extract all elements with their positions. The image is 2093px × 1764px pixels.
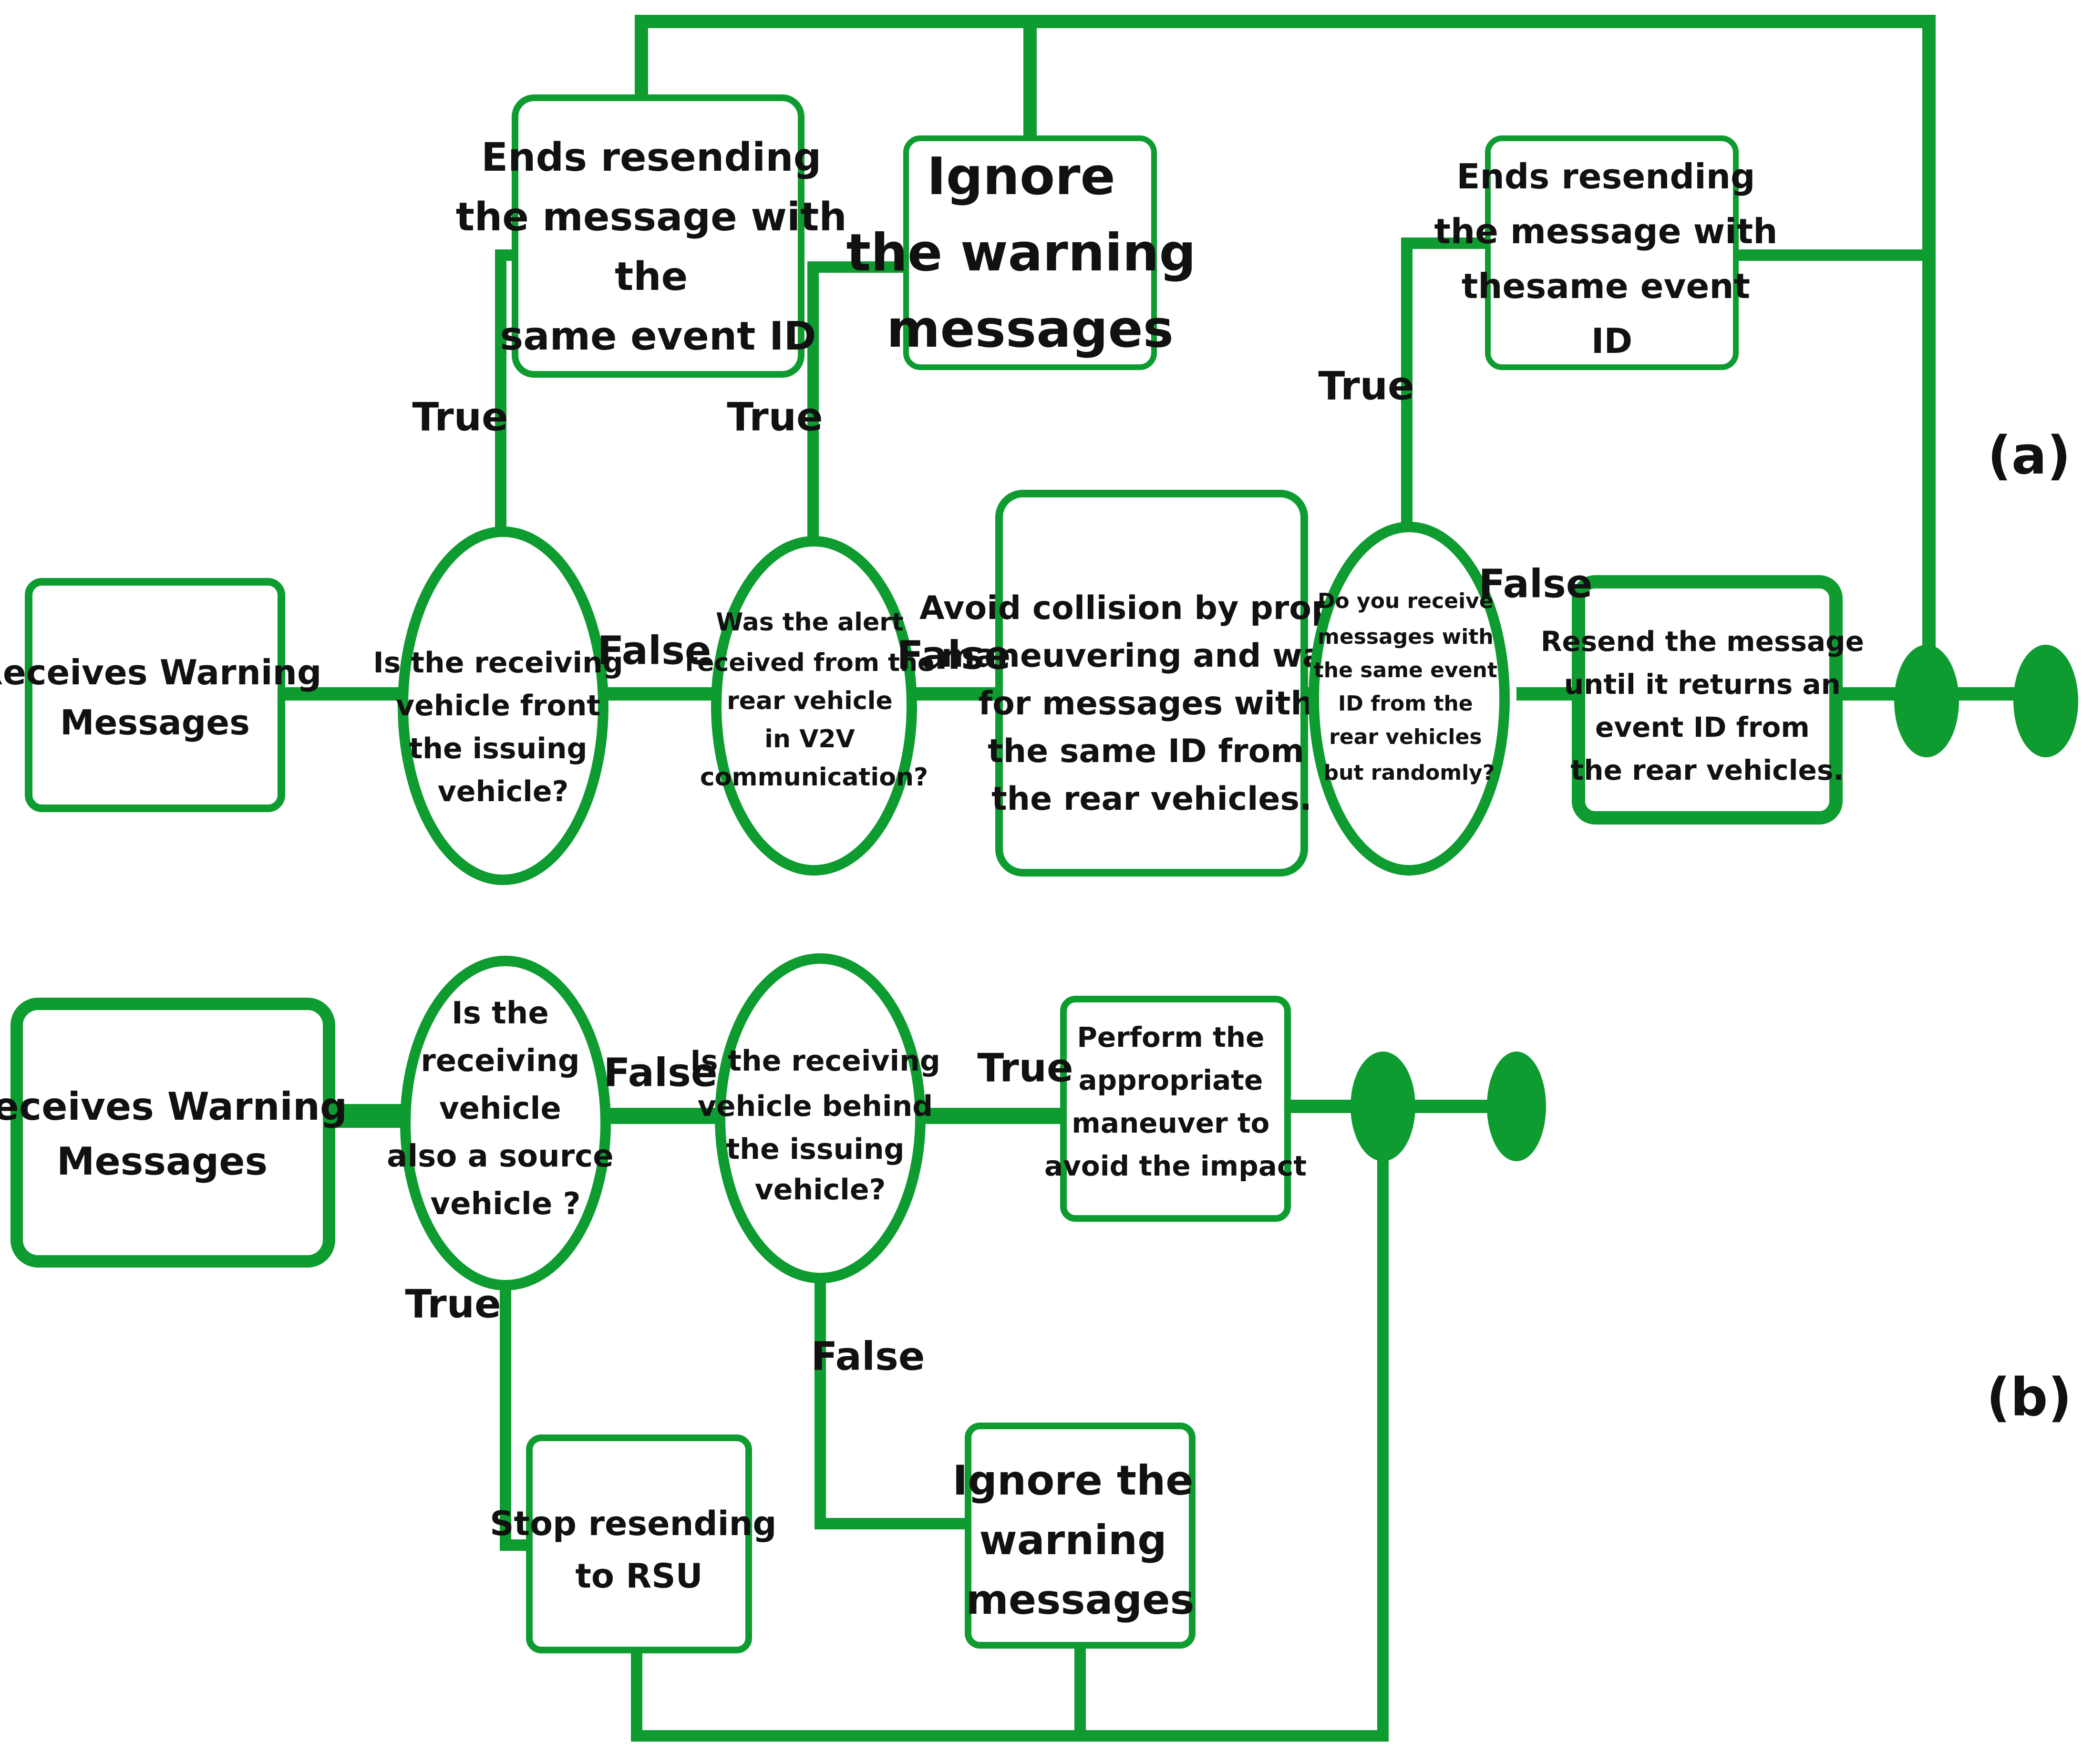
connector-a-q1-true bbox=[495, 249, 515, 536]
connector-b-q2-false bbox=[815, 1278, 968, 1529]
decision-source-vehicle-text-b: Is the receiving vehicle also a source v… bbox=[387, 996, 624, 1222]
panel-b-connectors bbox=[329, 1100, 1516, 1742]
ends-resending-text-2-a: Ends resending the message with thesame … bbox=[1434, 156, 1789, 361]
edge-label-a-q2-true: True bbox=[727, 395, 823, 440]
ignore-warning-text-a: Ignore the warning messages bbox=[846, 147, 1214, 359]
connector-b-q1-true bbox=[500, 1288, 529, 1551]
ignore-warning-box-a bbox=[903, 135, 1157, 370]
connector-b-bottom-loop bbox=[631, 1140, 1389, 1742]
resend-message-text-a: Resend the message until it returns an e… bbox=[1541, 625, 1874, 786]
panel-a-resend-node: Resend the message until it returns an e… bbox=[1541, 575, 1874, 825]
stop-resending-box-b bbox=[526, 1434, 752, 1653]
end-dot-b bbox=[1487, 1052, 1546, 1161]
decision-behind-vehicle-text-b: Is the receiving vehicle behind the issu… bbox=[690, 1044, 950, 1207]
panel-a-ends1-node: Ends resending the message with the same… bbox=[456, 94, 861, 378]
decision-source-vehicle-b bbox=[400, 956, 611, 1290]
perform-maneuver-text-b: Perform the appropriate maneuver to avoi… bbox=[1044, 1021, 1307, 1182]
connector-a-q3-true bbox=[1401, 237, 1488, 525]
panel-a-edge-labels: True False True False True False bbox=[412, 364, 1592, 679]
perform-maneuver-box-b bbox=[1060, 996, 1291, 1222]
connector-a-q2-true bbox=[807, 261, 906, 544]
edge-label-b-q2-true: True bbox=[977, 1046, 1073, 1091]
receives-messages-box-a bbox=[25, 578, 285, 812]
connector-a-top-loop bbox=[635, 15, 1936, 656]
panel-a-ends2-node: Ends resending the message with thesame … bbox=[1434, 135, 1789, 370]
ends-resending-text-1-a: Ends resending the message with the same… bbox=[456, 135, 861, 359]
panel-a-avoid-node: Avoid collision by proper maneuvering an… bbox=[919, 490, 1384, 877]
edge-label-a-q3-false: False bbox=[1478, 562, 1592, 607]
panel-b-receives-node: Receives Warning Messages bbox=[0, 998, 361, 1268]
avoid-collision-box-a bbox=[995, 490, 1308, 877]
panel-a-q3-node: Do you receive messages with the same ev… bbox=[1309, 522, 1510, 876]
decision-same-event-a bbox=[1309, 522, 1510, 876]
end-dot-a bbox=[2013, 645, 2078, 757]
panel-a-q1-node: Is the receiving vehicle front the issui… bbox=[373, 526, 633, 885]
decision-front-vehicle-a bbox=[398, 526, 608, 885]
panel-b-ignore-node: Ignore the warning messages bbox=[952, 1423, 1207, 1649]
ends-resending-box-2-a bbox=[1485, 135, 1739, 370]
panel-label-a: (a) bbox=[1988, 425, 2071, 486]
decision-rear-v2v-a bbox=[711, 536, 917, 876]
panel-b-terminals bbox=[1351, 1052, 1546, 1161]
ignore-warning-text-b: Ignore the warning messages bbox=[952, 1457, 1207, 1624]
edge-label-a-q1-true: True bbox=[412, 395, 508, 440]
decision-rear-v2v-text-a: Was the alert received from the rear veh… bbox=[685, 608, 943, 792]
receives-messages-box-b bbox=[10, 998, 335, 1268]
stop-resending-text-b: Stop resending to RSU bbox=[490, 1504, 788, 1596]
panel-b-q2-node: Is the receiving vehicle behind the issu… bbox=[690, 953, 950, 1283]
decision-front-vehicle-text-a: Is the receiving vehicle front the issui… bbox=[373, 646, 633, 808]
panel-b-q1-node: Is the receiving vehicle also a source v… bbox=[387, 956, 624, 1290]
panel-label-b: (b) bbox=[1986, 1367, 2072, 1428]
avoid-collision-text-a: Avoid collision by proper maneuvering an… bbox=[919, 589, 1384, 818]
junction-dot-b bbox=[1351, 1052, 1415, 1161]
edge-label-a-q1-false: False bbox=[597, 629, 711, 674]
junction-dot-a bbox=[1894, 645, 1959, 757]
ends-resending-box-1-a bbox=[512, 94, 804, 378]
decision-behind-vehicle-b bbox=[715, 953, 926, 1283]
receives-messages-text-a: Receives Warning Messages bbox=[0, 652, 333, 743]
resend-message-box-a bbox=[1572, 575, 1843, 825]
panel-b-stop-node: Stop resending to RSU bbox=[490, 1434, 788, 1653]
panel-b-perform-node: Perform the appropriate maneuver to avoi… bbox=[1044, 996, 1307, 1222]
edge-label-b-q1-false: False bbox=[603, 1051, 717, 1096]
panel-b-edge-labels: False True True False bbox=[405, 1046, 1073, 1380]
panel-a-terminals bbox=[1894, 645, 2078, 757]
edge-label-a-q3-true: True bbox=[1318, 364, 1414, 409]
receives-messages-text-b: Receives Warning Messages bbox=[0, 1084, 361, 1184]
edge-label-b-q2-false: False bbox=[811, 1334, 925, 1380]
edge-label-b-q1-true: True bbox=[405, 1282, 501, 1327]
panel-a-q2-node: Was the alert received from the rear veh… bbox=[685, 536, 943, 876]
panel-a-ignore-node: Ignore the warning messages bbox=[846, 135, 1214, 370]
decision-same-event-text-a: Do you receive messages with the same ev… bbox=[1314, 589, 1505, 785]
edge-label-a-q2-false: False bbox=[897, 633, 1010, 679]
panel-a-receives-node: Receives Warning Messages bbox=[0, 578, 333, 812]
ignore-warning-box-b bbox=[965, 1423, 1196, 1649]
